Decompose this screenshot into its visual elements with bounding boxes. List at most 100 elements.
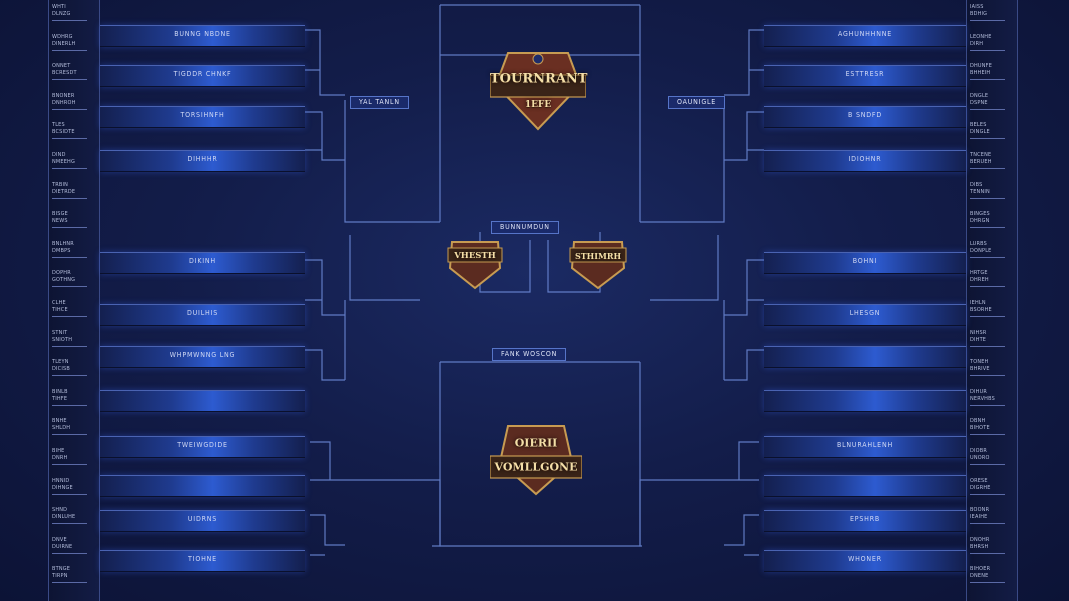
left-bracket-slot[interactable]: TIOHNE xyxy=(100,550,305,572)
left-bracket-slot[interactable]: WHPMWNNG LNG xyxy=(100,346,305,368)
divider xyxy=(52,582,88,584)
left-bracket-slot[interactable]: DUILHIS xyxy=(100,304,305,326)
right-seed-text: TNCENE xyxy=(970,152,992,158)
divider xyxy=(970,404,1006,406)
left-seed-text: DIND xyxy=(52,152,66,158)
left-bracket-slot[interactable]: TWEIWGDIDE xyxy=(100,436,305,458)
right-seed-text: HRTGE xyxy=(970,270,988,277)
left-seed-text: CLHE xyxy=(52,300,66,306)
third-place-tag: FANK WOSCON xyxy=(492,348,567,361)
left-bracket-slot[interactable]: DIKINH xyxy=(100,252,305,274)
right-slot-label: BLNURAHLENH xyxy=(836,441,894,449)
right-seed-text: DSPNE xyxy=(970,99,988,106)
right-seed-text: DIRH xyxy=(970,40,984,47)
right-bracket-slot[interactable] xyxy=(764,475,966,497)
left-bracket-slot[interactable]: UIDRNS xyxy=(100,510,305,532)
right-seed-text: BIHOER xyxy=(970,566,991,573)
left-slot-label: TWEIWGDIDE xyxy=(177,441,228,449)
right-seed-text: BOONR xyxy=(970,507,990,514)
left-seed-text: GOTHNG xyxy=(52,277,76,284)
divider xyxy=(52,227,88,229)
right-bracket-slot[interactable]: BLNURAHLENH xyxy=(764,436,966,458)
final-tag: BUNNUMDUN xyxy=(491,221,559,234)
right-bracket-slot[interactable]: AGHUNHHNNE xyxy=(764,25,966,47)
divider xyxy=(970,552,1006,554)
right-seed-text: DNGLE xyxy=(970,92,989,99)
divider xyxy=(52,286,88,288)
left-seed-text: WDHRG xyxy=(52,33,73,40)
right-seed-text: LEONHE xyxy=(970,33,992,40)
bottom-trophy-badge: OIERII VOMLLGONE xyxy=(490,422,582,496)
right-seed-text: BHRSH xyxy=(970,543,989,550)
semifinal-right-label: STHIMRH xyxy=(574,250,622,261)
divider xyxy=(970,20,1006,21)
right-bracket-slot[interactable]: EPSHRB xyxy=(764,510,966,532)
right-bracket-slot[interactable]: LHESGN xyxy=(764,304,966,326)
right-bracket-slot[interactable]: BOHNI xyxy=(764,252,966,274)
left-seed-text: DNHROH xyxy=(52,99,76,106)
left-bracket-slot[interactable] xyxy=(100,475,305,497)
divider xyxy=(970,345,1006,347)
right-bracket-slot[interactable]: IDIOHNR xyxy=(764,150,966,172)
right-bracket-slot[interactable]: WHONER xyxy=(764,550,966,572)
right-bracket-slot[interactable] xyxy=(764,346,966,368)
left-seed-text: DINERLH xyxy=(52,40,76,47)
right-bracket-slot[interactable] xyxy=(764,390,966,412)
right-bracket-slot[interactable]: B SNDFD xyxy=(764,106,966,128)
right-seed-text: BINGES xyxy=(970,211,990,218)
left-seed-text: DLNZG xyxy=(52,11,71,17)
left-bracket-slot[interactable]: TIGDDR CHNKF xyxy=(100,65,305,87)
right-bracket-slot[interactable]: ESTTRESR xyxy=(764,65,966,87)
left-bracket-slot[interactable]: DIHHHR xyxy=(100,150,305,172)
left-bracket-slot[interactable]: TORSIHNFH xyxy=(100,106,305,128)
left-bracket-slot[interactable]: BUNNG NBDNE xyxy=(100,25,305,47)
left-seed-text: DOPHR xyxy=(52,270,71,277)
semifinal-left-badge: VHESTH xyxy=(446,238,504,290)
divider xyxy=(970,375,1006,377)
right-seed-text: DHRGN xyxy=(970,218,990,225)
left-seed-text: BINLB xyxy=(52,388,68,395)
left-bracket-slot[interactable] xyxy=(100,390,305,412)
divider xyxy=(970,256,1006,258)
